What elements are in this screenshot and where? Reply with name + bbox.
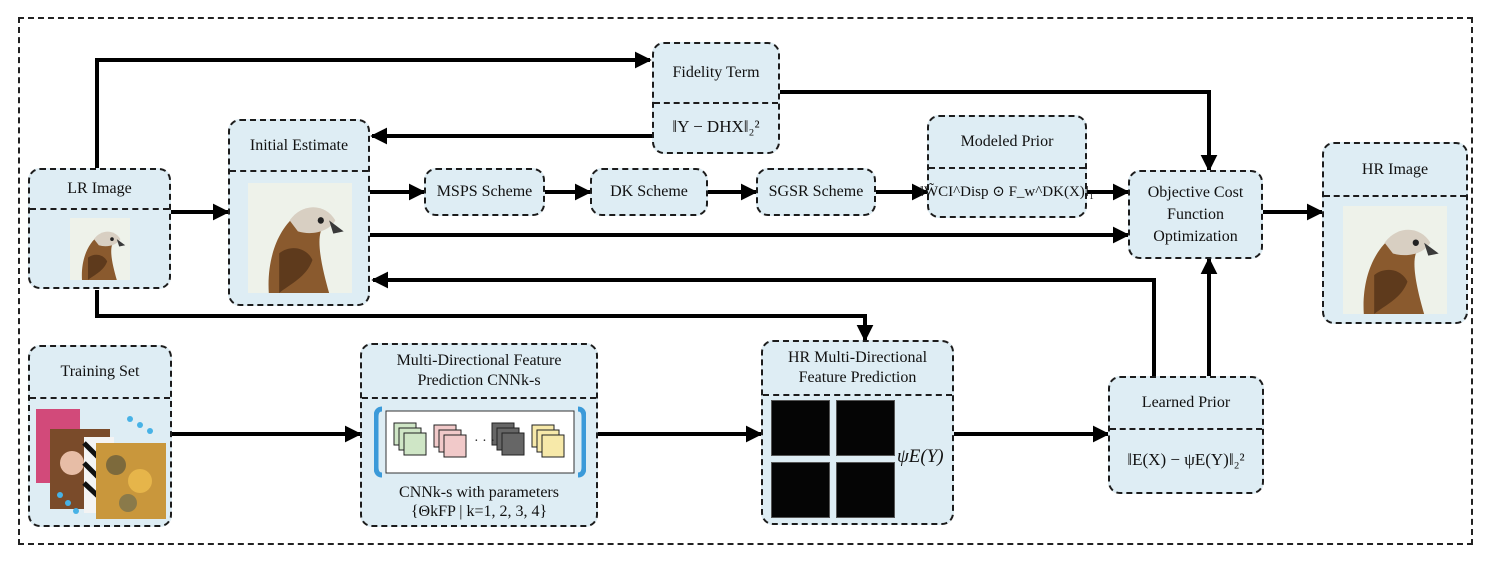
learned-prior-title: Learned Prior <box>1110 378 1262 430</box>
arrow-lr-to-fidelity <box>95 51 652 170</box>
initial-estimate-box: Initial Estimate <box>228 119 370 306</box>
arrow-learned-to-initial <box>371 271 1156 376</box>
learned-prior-body: ‖E(X) − ψE(Y)‖₂² <box>1110 428 1262 492</box>
mdfp-cnn-title: Multi-Directional Feature Prediction CNN… <box>362 345 596 399</box>
bird-image <box>70 218 130 280</box>
mdfp-caption-line1: CNNk-s with parameters <box>399 484 559 501</box>
lr-image-photo <box>70 218 130 280</box>
feature-map <box>771 400 830 456</box>
msps-scheme-box: MSPS Scheme <box>424 168 545 216</box>
mdfp-caption-line2: {ΘkFP | k=1, 2, 3, 4} <box>410 503 548 520</box>
modeled-prior-formula: ‖W̃CI^Disp ⊙ F_w^DK(X)‖₁ <box>919 184 1095 200</box>
hr-mdfp-title: HR Multi-Directional Feature Prediction <box>763 342 952 396</box>
lr-image-box: LR Image <box>28 168 171 289</box>
mdfp-cnn-box: Multi-Directional Feature Prediction CNN… <box>360 343 598 527</box>
modeled-prior-body: ‖W̃CI^Disp ⊙ F_w^DK(X)‖₁ <box>920 167 1094 216</box>
dk-scheme-box: DK Scheme <box>590 168 708 216</box>
arrow-lr-to-hrmdfp <box>95 290 874 342</box>
fidelity-term-box: Fidelity Term ‖Y − DHX‖₂² <box>652 42 780 154</box>
arrow-fidelity-to-objective <box>780 90 1218 172</box>
ellipsis-dots-bottom <box>57 492 79 514</box>
modeled-prior-box: Modeled Prior ‖W̃CI^Disp ⊙ F_w^DK(X)‖₁ <box>920 115 1094 218</box>
modeled-prior-title: Modeled Prior <box>929 117 1085 169</box>
feature-map <box>771 462 830 518</box>
fidelity-term-body: ‖Y − DHX‖₂² <box>654 102 778 152</box>
fidelity-term-formula: ‖Y − DHX‖₂² <box>672 117 760 136</box>
outer-frame <box>18 17 1473 545</box>
hr-mdfp-box: HR Multi-Directional Feature Prediction … <box>761 340 954 525</box>
initial-estimate-photo <box>248 183 352 293</box>
svg-text:· · ·: · · · <box>474 434 495 449</box>
feature-maps-grid <box>771 400 895 518</box>
sgsr-scheme-box: SGSR Scheme <box>756 168 876 216</box>
training-images-stack <box>36 409 166 519</box>
feature-map <box>836 400 895 456</box>
objective-optimization-box: Objective Cost Function Optimization <box>1128 170 1263 259</box>
lr-image-title: LR Image <box>30 170 169 210</box>
bird-image <box>248 183 352 293</box>
cnn-stack-diagram: · · · <box>374 406 586 478</box>
learned-prior-box: Learned Prior ‖E(X) − ψE(Y)‖₂² <box>1108 376 1264 494</box>
feature-map <box>836 462 895 518</box>
left-bracket <box>374 406 383 478</box>
hr-image-title: HR Image <box>1324 144 1466 197</box>
training-set-box: Training Set <box>28 345 172 527</box>
right-bracket <box>577 406 586 478</box>
psi-label: ψE(Y) <box>897 446 944 467</box>
hr-image-box: HR Image <box>1322 142 1468 324</box>
initial-estimate-title: Initial Estimate <box>230 121 368 172</box>
hr-image-photo <box>1343 206 1447 314</box>
ellipsis-dots-top <box>127 416 153 434</box>
training-set-title: Training Set <box>30 347 170 399</box>
learned-prior-formula: ‖E(X) − ψE(Y)‖₂² <box>1127 450 1245 469</box>
fidelity-term-title: Fidelity Term <box>654 44 778 104</box>
bird-image <box>1343 206 1447 314</box>
